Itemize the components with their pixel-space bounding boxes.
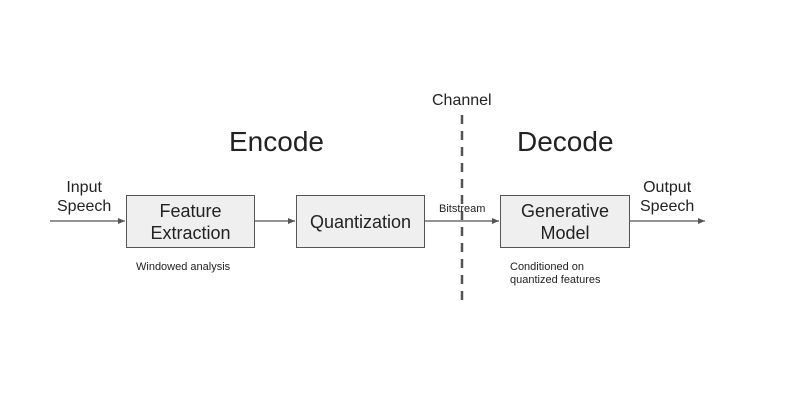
output-speech-label: Output Speech (640, 179, 695, 215)
bitstream-label: Bitstream (439, 203, 486, 215)
conditioning-note: Conditioned on quantized features (510, 261, 601, 286)
channel-label: Channel (432, 92, 492, 109)
encode-heading: Encode (229, 126, 324, 157)
feature-extraction-block: Feature Extraction (126, 195, 255, 248)
generative-model-block: Generative Model (500, 195, 630, 248)
windowed-analysis-note: Windowed analysis (136, 261, 231, 273)
quantization-block: Quantization (296, 195, 425, 248)
decode-heading: Decode (517, 126, 614, 157)
input-speech-label: Input Speech (57, 179, 112, 215)
